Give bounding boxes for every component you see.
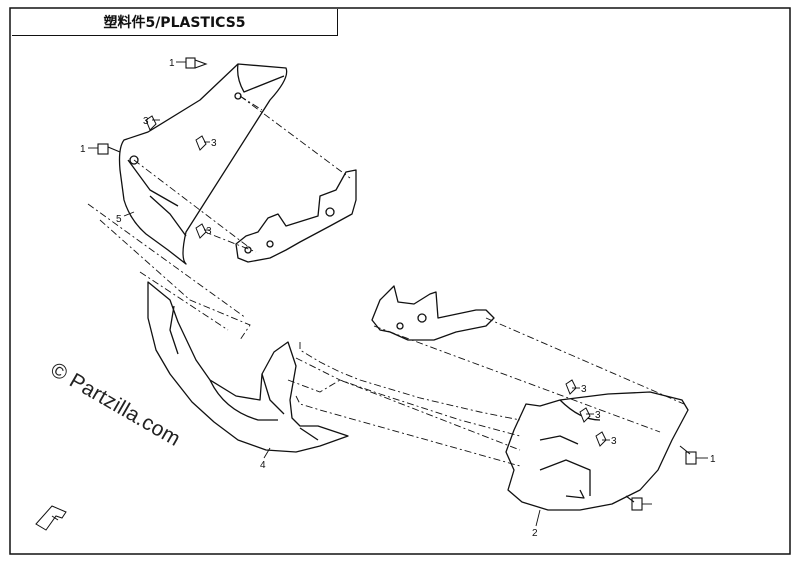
callout-3-a: 3: [143, 116, 149, 127]
clip-icon: [565, 379, 577, 395]
clip-icon: [195, 223, 207, 239]
callout-2: 2: [532, 528, 538, 539]
leader-lines: [87, 95, 685, 467]
bolt-icon: [625, 495, 643, 511]
bolt-icon: [185, 57, 208, 69]
callout-3-c: 3: [206, 226, 212, 237]
callout-3-d: 3: [581, 384, 587, 395]
bolt-icon: [97, 143, 121, 155]
callout-1-left: 1: [80, 144, 86, 155]
bolt-icon: [679, 445, 697, 465]
callout-1-right: 1: [710, 454, 716, 465]
border: [9, 7, 791, 555]
clip-icon: [195, 135, 207, 151]
right-bracket: [371, 285, 495, 341]
callout-1-top: 1: [169, 58, 175, 69]
callout-3-f: 3: [611, 436, 617, 447]
clip-icon: [145, 115, 157, 131]
callout-5: 5: [116, 214, 122, 225]
callout-4: 4: [260, 460, 266, 471]
clip-icon: [579, 407, 591, 423]
diagram-title: 塑料件5/PLASTICS5: [12, 9, 338, 36]
part-2-lower-right-cover: [505, 391, 689, 511]
callout-3-b: 3: [211, 138, 217, 149]
callout-3-e: 3: [595, 410, 601, 421]
front-direction-icon: [35, 505, 67, 531]
part-4-lower-cover: [147, 281, 349, 453]
upper-bracket: [235, 169, 357, 263]
